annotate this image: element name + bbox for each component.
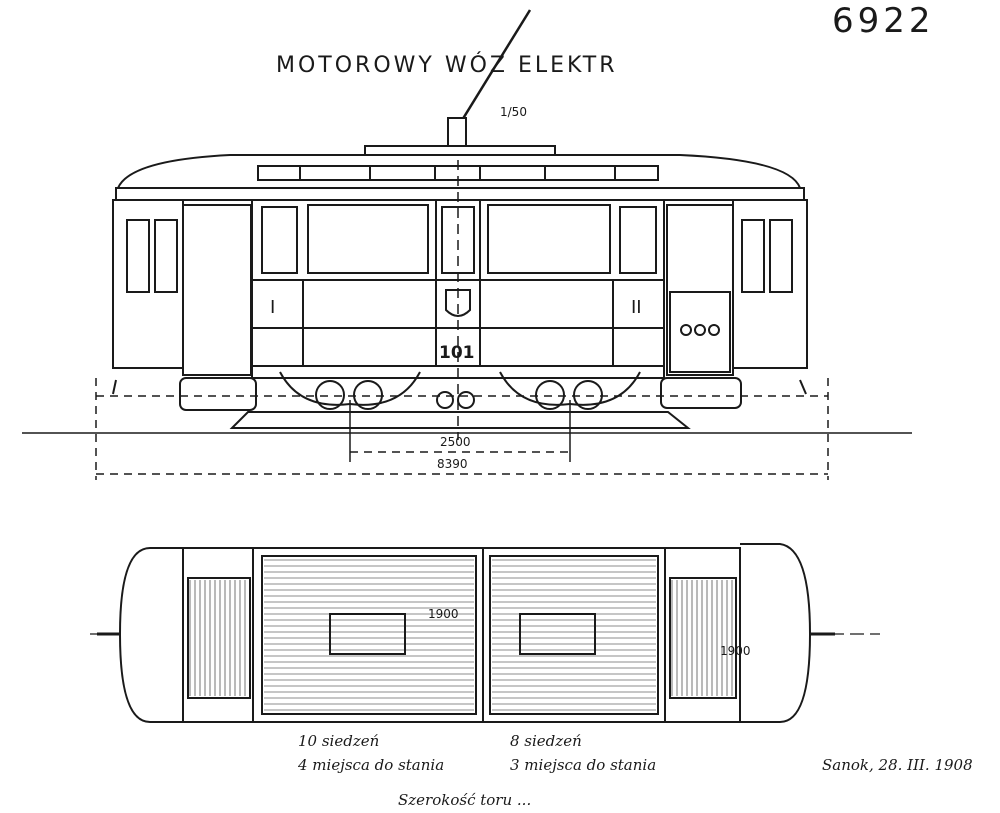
class-mark-first: I [270, 297, 275, 318]
crest-icon [445, 289, 471, 317]
compartment-two-seats: 8 siedzeń [510, 732, 582, 750]
sheet-number: 6922 [832, 1, 935, 41]
compartment-two-floor [489, 555, 659, 715]
signature-date: Sanok, 28. III. 1908 [822, 756, 973, 774]
trolley-base [447, 117, 467, 147]
overall-length-dimension: 8390 [437, 457, 468, 471]
plan-left-platform [118, 547, 183, 723]
plan-width-dimension-a: 1900 [428, 607, 459, 621]
car-number: 101 [439, 343, 475, 363]
folding-door [669, 291, 731, 373]
plan-width-dimension-b: 1900 [720, 644, 751, 658]
compartment-one-floor [261, 555, 477, 715]
window [619, 206, 657, 274]
floor-slats [189, 559, 733, 711]
footer-note: Szerokość toru ... [398, 791, 531, 809]
plan-car-body [252, 547, 666, 723]
window [487, 204, 611, 274]
compartment-one-standing: 4 miejsca do stania [297, 756, 444, 774]
window [261, 206, 298, 274]
drawing-title: MOTOROWY WÓZ ELEKTR [276, 52, 617, 78]
class-mark-second: II [631, 297, 642, 318]
wheelbase-dimension: 2500 [440, 435, 471, 449]
step [660, 377, 742, 409]
compartment-two-standing: 3 miejsca do stania [510, 756, 656, 774]
plan-right-platform [740, 543, 812, 723]
plan-view [90, 543, 880, 723]
scale-label: 1/50 [500, 105, 527, 119]
window [307, 204, 429, 274]
dimension-lines [22, 160, 912, 480]
step [179, 377, 257, 411]
trolley-pole [454, 9, 532, 131]
compartment-one-seats: 10 siedzeń [298, 732, 379, 750]
